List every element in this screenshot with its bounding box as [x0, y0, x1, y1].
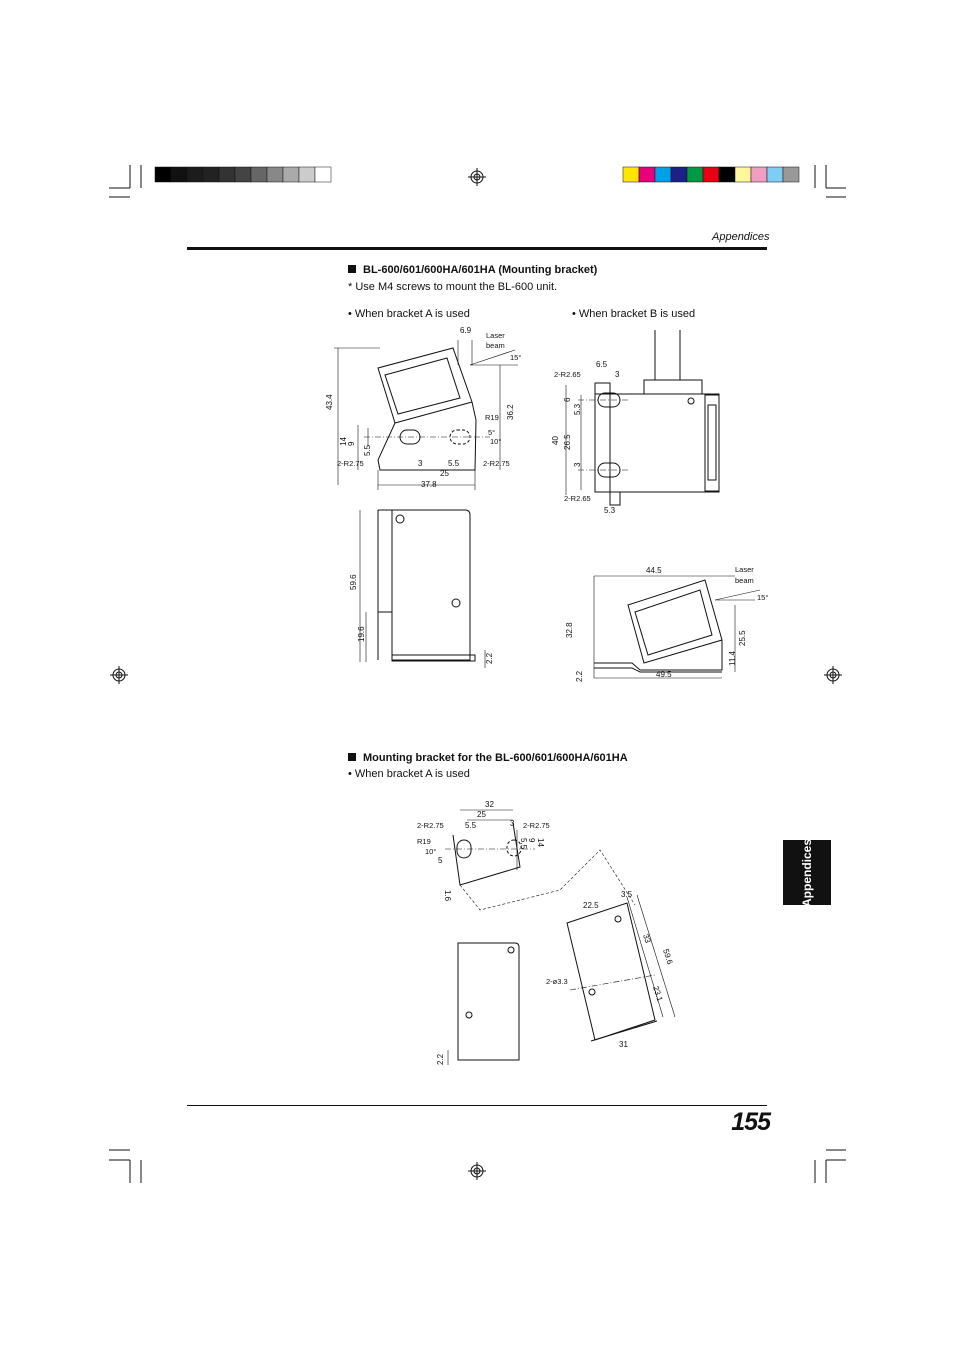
dim-label: 36.2 — [506, 404, 515, 420]
radius-label: 2-R2.75 — [483, 459, 510, 468]
angle-label: 10° — [490, 437, 501, 446]
dim-label: 11.4 — [728, 650, 737, 666]
caption-bracket-a: • When bracket A is used — [348, 308, 470, 320]
laser-label: Laser — [735, 565, 754, 574]
dim-label: 23.1 — [651, 985, 665, 1003]
bullet-square-icon — [348, 265, 356, 273]
dim-label: 3.5 — [621, 890, 633, 899]
dim-label: 33 — [641, 933, 652, 945]
dim-label: 6 — [563, 397, 572, 402]
footer-rule — [187, 1105, 767, 1106]
page-number: 155 — [731, 1108, 771, 1136]
dim-label: 31 — [619, 1040, 628, 1049]
section-heading-1-text: BL-600/601/600HA/601HA (Mounting bracket… — [363, 264, 598, 276]
header-rule — [187, 247, 767, 250]
dim-label: 32.8 — [565, 622, 574, 638]
dim-label: 40 — [551, 436, 560, 445]
side-tab-label: Appendices — [800, 838, 814, 907]
dim-label: 14 — [339, 437, 348, 446]
caption-bracket-b: • When bracket B is used — [572, 308, 696, 320]
radius-label: 2-R2.75 — [337, 459, 364, 468]
dim-label: 14 — [536, 838, 545, 847]
dim-label: 5.5 — [519, 838, 528, 850]
angle-label: 15° — [757, 593, 768, 602]
radius-label: 2-R2.75 — [417, 821, 444, 830]
beam-label: beam — [486, 341, 505, 350]
angle-label: 5° — [488, 428, 495, 437]
dim-label: 3 — [418, 459, 423, 468]
dim-label: 22.5 — [583, 901, 599, 910]
section-heading-2-text: Mounting bracket for the BL-600/601/600H… — [363, 752, 628, 764]
dim-label: 2.2 — [485, 652, 494, 664]
dim-label: 9 — [527, 838, 536, 843]
drawing-bracket-a-rear: 59.6 19.6 2.2 — [349, 509, 494, 668]
dim-label: 6.9 — [460, 326, 472, 335]
dim-label: 5.5 — [448, 459, 460, 468]
drawing-bracket-a-side: 6.9 Laser beam 15° 43.4 36.2 14 9 5.5 R1… — [325, 326, 521, 490]
radius-label: 2-R2.75 — [523, 821, 550, 830]
dim-label: 32 — [485, 800, 494, 809]
dim-label: 3 — [573, 462, 582, 467]
screw-note: * Use M4 screws to mount the BL-600 unit… — [348, 281, 558, 293]
appendices-side-tab[interactable]: Appendices — [783, 838, 831, 907]
radius-label: R19 — [485, 413, 499, 422]
dim-label: 5.5 — [465, 821, 477, 830]
dim-label: 49.5 — [656, 670, 672, 679]
dim-label: 59.6 — [661, 948, 675, 966]
dim-label: 25.5 — [738, 630, 747, 646]
dim-label: 37.8 — [421, 480, 437, 489]
drawing-bracket-b-side: 44.5 Laser beam 15° 32.8 25.5 11.4 2.2 4… — [565, 565, 768, 682]
dim-label: 5 — [438, 856, 443, 865]
section-heading-2: Mounting bracket for the BL-600/601/600H… — [348, 752, 628, 764]
caption-bracket-a-2: • When bracket A is used — [348, 768, 470, 780]
drawing-bracket-b-front: 6.5 3 2-R2.65 6 5.3 26.5 40 3 2-R2.65 5.… — [551, 330, 720, 515]
dim-label: 5.5 — [363, 444, 372, 456]
drawing-mounting-bracket: 32 25 2-R2.75 5.5 3 2-R2.75 R19 10° 5 5.… — [417, 800, 676, 1065]
running-header: Appendices — [712, 231, 770, 243]
radius-label: R19 — [417, 837, 431, 846]
section-heading-1: BL-600/601/600HA/601HA (Mounting bracket… — [348, 264, 597, 276]
hole-label: 2-ø3.3 — [546, 977, 568, 986]
dim-label: 6.5 — [596, 360, 608, 369]
dim-label: 3 — [615, 370, 620, 379]
dim-label: 19.6 — [357, 626, 366, 642]
dim-label: 59.6 — [349, 574, 358, 590]
dim-label: 1.6 — [443, 890, 452, 902]
dim-label: 2.2 — [575, 670, 584, 682]
laser-label: Laser — [486, 331, 505, 340]
dim-label: 3 — [510, 819, 515, 828]
dim-label: 9 — [347, 441, 356, 446]
dim-label: 26.5 — [563, 434, 572, 450]
dim-label: 5.3 — [604, 506, 616, 515]
radius-label: 2-R2.65 — [564, 494, 591, 503]
dim-label: 5.3 — [573, 403, 582, 415]
bullet-square-icon — [348, 753, 356, 761]
angle-label: 15° — [510, 353, 521, 362]
dim-label: 44.5 — [646, 566, 662, 575]
dim-label: 25 — [440, 469, 449, 478]
dim-label: 2.2 — [436, 1053, 445, 1065]
angle-label: 10° — [425, 847, 436, 856]
dim-label: 25 — [477, 810, 486, 819]
dim-label: 43.4 — [325, 394, 334, 410]
beam-label: beam — [735, 576, 754, 585]
radius-label: 2-R2.65 — [554, 370, 581, 379]
